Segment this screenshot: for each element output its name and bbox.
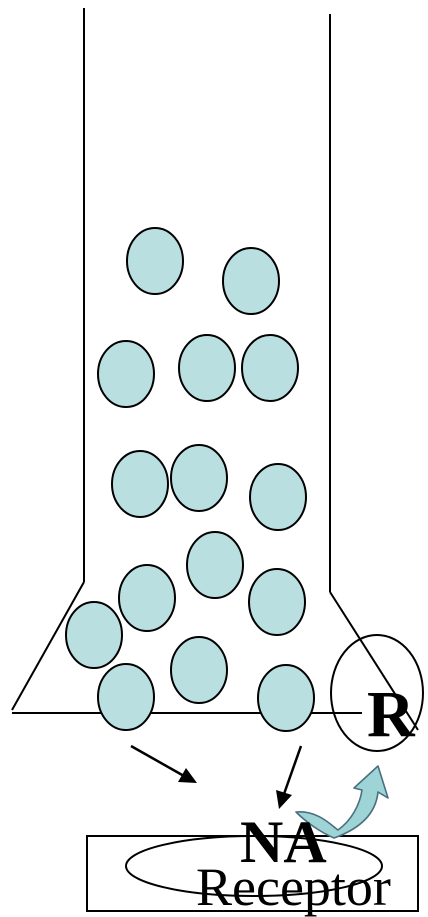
vesicle (250, 464, 306, 530)
vesicle (119, 565, 175, 631)
vesicle (179, 335, 235, 401)
vesicle (171, 445, 227, 511)
vesicle (187, 532, 243, 598)
vesicle (98, 664, 154, 730)
vesicle (258, 665, 314, 731)
vesicle (112, 451, 168, 517)
autoreceptor-label: R (367, 682, 415, 748)
vesicle (127, 228, 183, 294)
release-arrow-down (276, 746, 301, 809)
vesicle (98, 341, 154, 407)
vesicle (171, 637, 227, 703)
vesicle (223, 248, 279, 314)
vesicle (249, 569, 305, 635)
release-arrow-left (131, 746, 197, 783)
vesicle-group (66, 228, 314, 731)
vesicle (242, 335, 298, 401)
receptor-label: Receptor (196, 860, 391, 914)
vesicle (66, 602, 122, 668)
